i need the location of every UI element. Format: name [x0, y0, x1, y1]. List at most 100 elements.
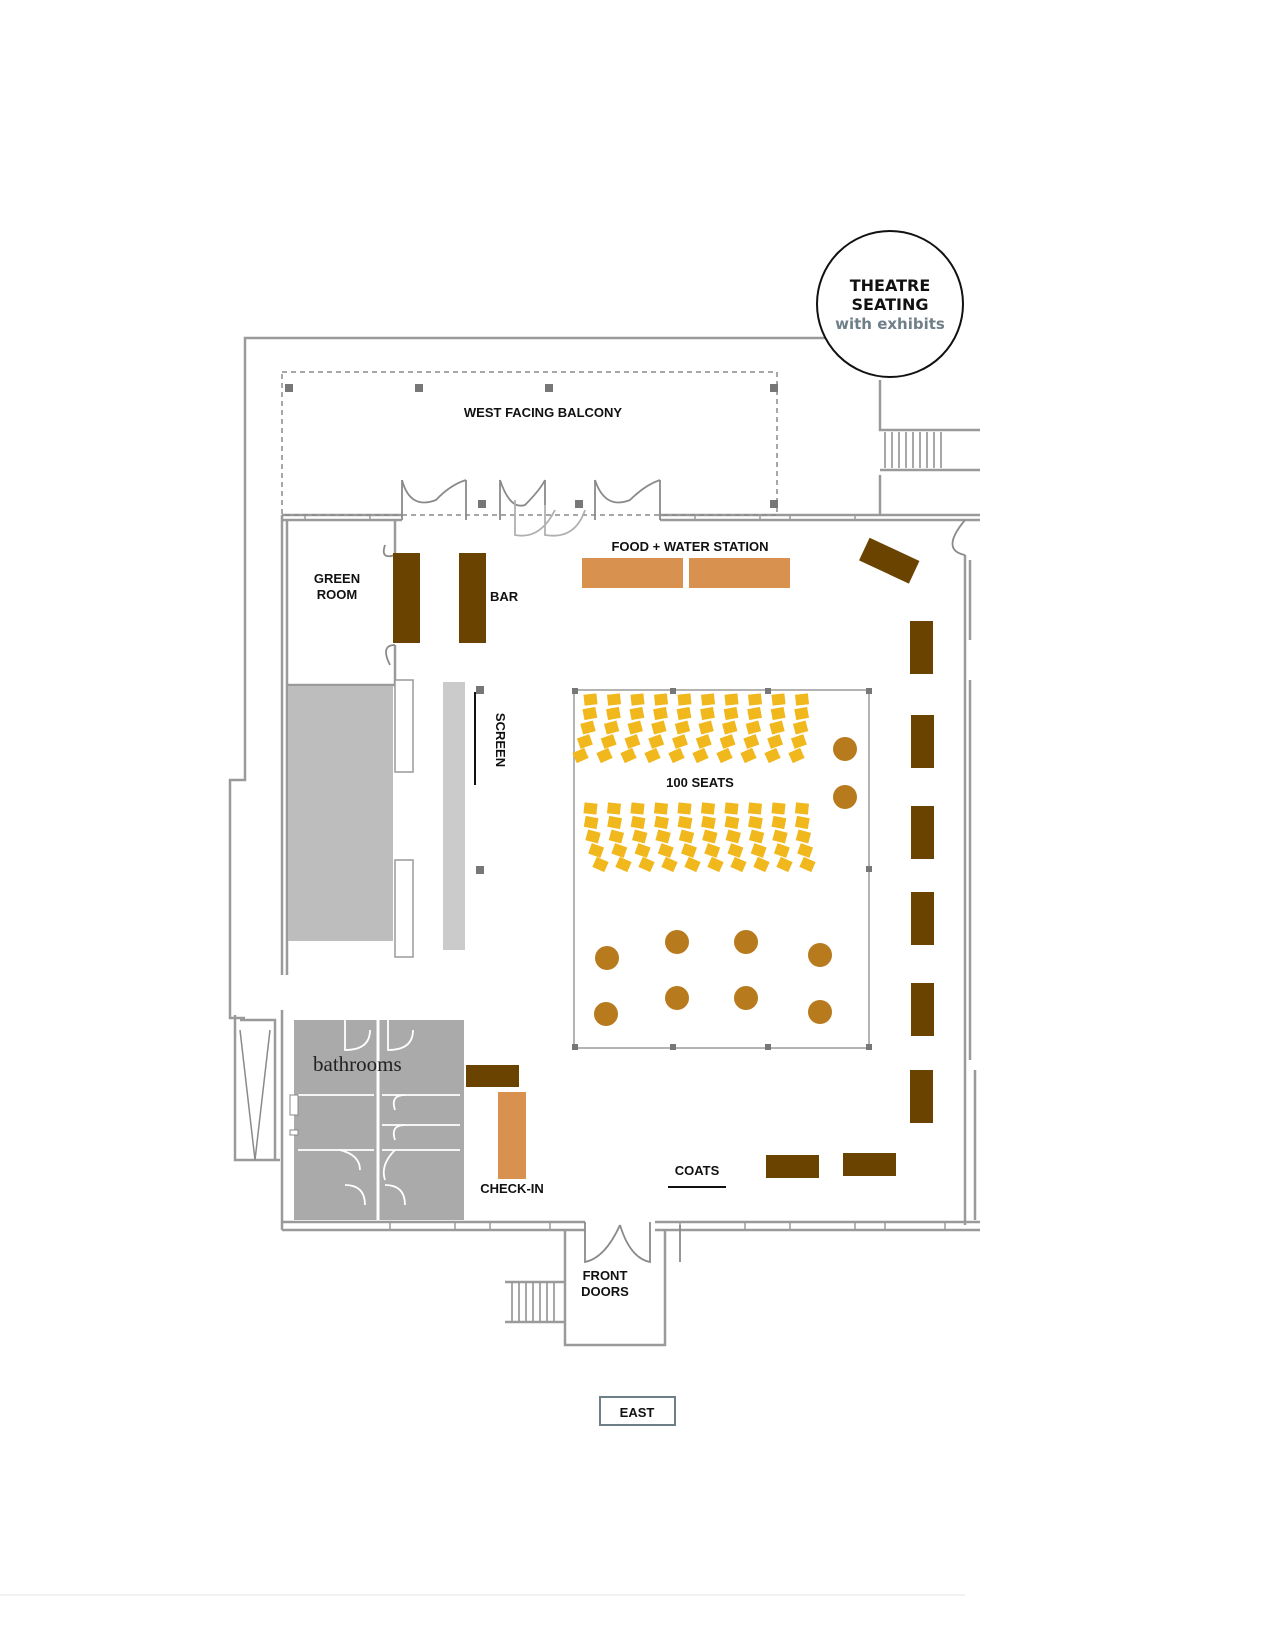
back-seat-3 — [585, 829, 601, 844]
front-seat-16 — [653, 693, 669, 706]
front-seat-40 — [740, 747, 757, 764]
cocktail-table-3 — [595, 946, 619, 970]
storage-shelf-1 — [394, 679, 414, 773]
back-seat-38 — [748, 829, 765, 844]
orientation-label: EAST — [620, 1405, 655, 1420]
cocktail-table-2 — [833, 785, 857, 809]
back-seat-6 — [606, 802, 622, 815]
front-seat-28 — [698, 720, 714, 735]
back-seat-37 — [748, 815, 763, 830]
exhibit-table-9 — [766, 1155, 819, 1178]
back-seat-50 — [799, 856, 816, 873]
cocktail-table-5 — [734, 930, 758, 954]
back-seat-32 — [724, 815, 740, 830]
front-seat-33 — [722, 720, 738, 735]
front-seat-7 — [606, 706, 621, 721]
front-seat-48 — [792, 720, 809, 735]
front-doors-label-1: FRONT — [583, 1268, 628, 1283]
front-seat-8 — [603, 720, 620, 735]
bar-label: BAR — [490, 589, 519, 604]
back-seat-29 — [704, 843, 721, 858]
storage-shelf-2 — [394, 859, 414, 958]
front-seat-45 — [764, 747, 781, 764]
walls — [228, 336, 980, 1347]
food-water-label: FOOD + WATER STATION — [611, 539, 768, 554]
green-room-label-1: GREEN — [314, 571, 360, 586]
front-seat-32 — [723, 706, 739, 721]
exhibit-table-1 — [859, 537, 920, 584]
front-seat-38 — [745, 720, 762, 735]
back-seat-12 — [630, 815, 646, 830]
badge-circle — [816, 230, 964, 378]
badge-subtitle: with exhibits — [835, 315, 945, 333]
front-seat-23 — [674, 720, 691, 735]
front-seat-15 — [620, 747, 637, 764]
coats-label: COATS — [675, 1163, 720, 1178]
green-room-doors — [382, 544, 396, 666]
front-seat-25 — [668, 747, 685, 764]
back-seat-33 — [725, 829, 741, 844]
food-table-2 — [689, 558, 790, 588]
back-seat-19 — [657, 843, 674, 858]
front-seat-21 — [677, 693, 692, 706]
back-seat-15 — [638, 856, 655, 873]
back-seat-27 — [701, 815, 716, 830]
bar-counter-2 — [459, 553, 486, 643]
back-seat-7 — [607, 815, 622, 830]
front-seat-49 — [790, 734, 807, 749]
back-seat-39 — [750, 843, 767, 858]
back-seat-17 — [654, 815, 669, 830]
front-seat-44 — [767, 734, 784, 749]
back-seat-2 — [583, 815, 599, 830]
green-room-label-2: ROOM — [317, 587, 357, 602]
back-seat-22 — [677, 815, 693, 830]
front-seat-19 — [648, 734, 665, 749]
back-seat-1 — [583, 802, 598, 815]
cocktail-table-7 — [594, 1002, 618, 1026]
cocktail-table-4 — [665, 930, 689, 954]
seating-block-front — [572, 693, 810, 764]
back-seat-16 — [653, 802, 669, 815]
back-seat-25 — [684, 856, 701, 873]
back-seat-20 — [661, 856, 678, 873]
front-seat-5 — [572, 747, 589, 764]
front-seat-2 — [582, 706, 598, 721]
exhibit-table-7 — [910, 1070, 933, 1123]
back-seat-45 — [776, 856, 793, 873]
exhibit-table-6 — [911, 983, 934, 1036]
exhibit-table-4 — [911, 806, 934, 859]
front-seat-46 — [794, 693, 810, 706]
back-seat-8 — [608, 829, 625, 844]
balcony-doors — [401, 479, 966, 556]
front-seat-43 — [769, 720, 785, 735]
exhibit-table-8 — [843, 1153, 896, 1176]
screen-panel — [443, 682, 465, 950]
cocktail-table-8 — [665, 986, 689, 1010]
back-seat-9 — [611, 843, 628, 858]
cocktail-tables — [594, 737, 857, 1026]
back-seat-24 — [681, 843, 697, 858]
badge-title-1: THEATRE — [850, 276, 931, 295]
balcony-outline — [281, 371, 778, 516]
front-seat-20 — [644, 747, 661, 764]
balcony-label: WEST FACING BALCONY — [464, 405, 622, 420]
front-seat-27 — [700, 706, 715, 721]
front-seat-22 — [676, 706, 692, 721]
front-seat-6 — [606, 693, 622, 706]
back-seat-46 — [794, 802, 810, 815]
back-seat-28 — [702, 829, 718, 844]
back-seat-47 — [794, 815, 810, 830]
exhibit-table-5 — [911, 892, 934, 945]
front-seat-10 — [596, 747, 613, 764]
front-seat-41 — [771, 693, 786, 706]
front-seat-31 — [724, 693, 739, 706]
bathrooms-block — [289, 1020, 464, 1220]
storage-area — [288, 686, 393, 941]
back-seat-26 — [700, 802, 716, 815]
seating-block-back — [583, 802, 816, 873]
back-seat-13 — [632, 829, 648, 844]
front-seat-42 — [770, 706, 786, 721]
back-seat-43 — [772, 829, 788, 844]
front-seat-3 — [580, 720, 596, 735]
